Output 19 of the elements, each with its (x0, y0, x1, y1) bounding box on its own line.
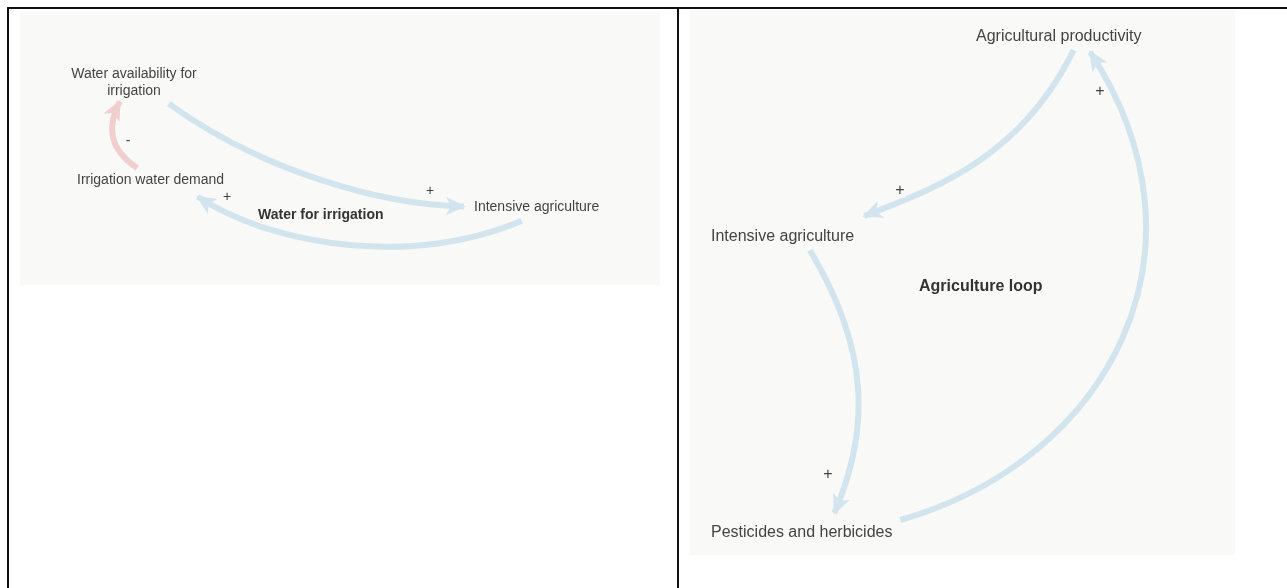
variable-label: Agricultural productivity (976, 26, 1142, 46)
loop-panel (690, 10, 1235, 555)
loop-title: Agriculture loop (919, 277, 1043, 295)
variable-label: Irrigation water demand (77, 171, 225, 188)
variable-label: Intensive agriculture (711, 226, 855, 246)
polarity-sign: + (221, 189, 233, 203)
variable-label: Pesticides and herbicides (711, 522, 893, 542)
loop-title: Water for irrigation (258, 206, 384, 222)
causal-arrow (807, 248, 862, 515)
polarity-sign: + (424, 183, 436, 197)
causal-arrow (195, 194, 523, 250)
causal-arrow (103, 99, 140, 171)
loop-panel (20, 12, 660, 285)
polarity-sign: + (894, 182, 906, 198)
causal-arrow (167, 101, 466, 215)
variable-label: Intensive agriculture (474, 198, 600, 215)
causal-arrow (862, 48, 1077, 219)
causal-arrow (899, 50, 1149, 523)
variable-label: Water availability for irrigation (55, 65, 213, 99)
